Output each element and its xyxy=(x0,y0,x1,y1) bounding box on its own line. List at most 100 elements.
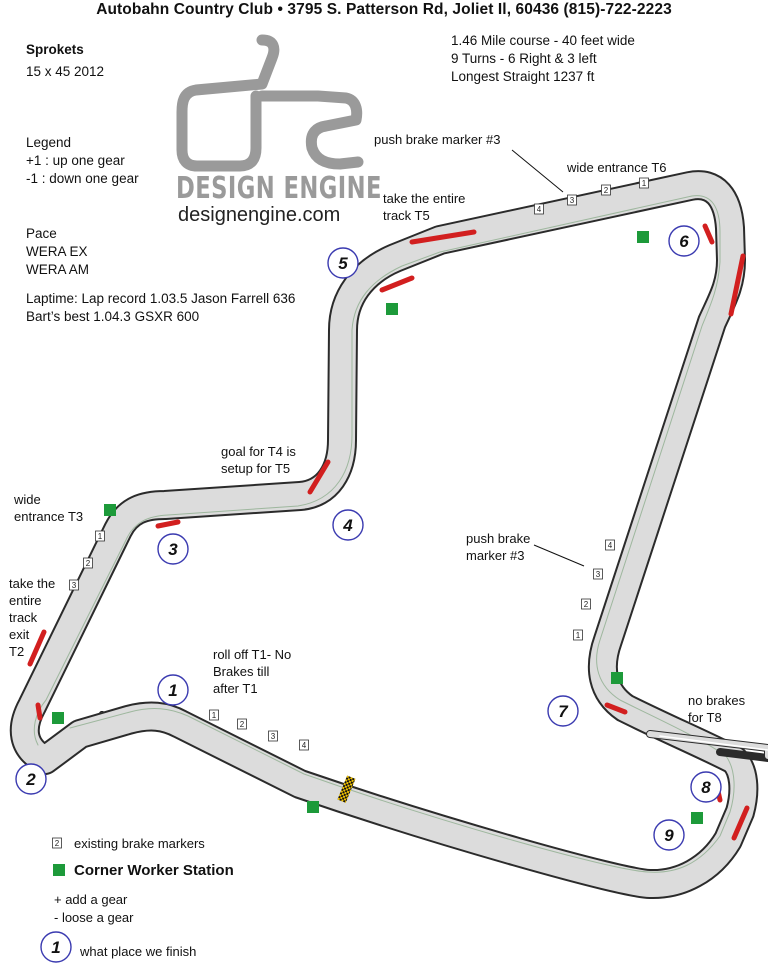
sprockets-value: 15 x 45 2012 xyxy=(26,64,105,79)
legend-up: +1 : up one gear xyxy=(26,153,125,168)
svg-text:2: 2 xyxy=(55,839,60,848)
brake-marker: 2 xyxy=(581,598,591,610)
laptime-record: Laptime: Lap record 1.03.5 Jason Farrell… xyxy=(26,291,296,306)
brake-marker: 1 xyxy=(95,530,105,542)
brake-marker: 1 xyxy=(639,177,649,189)
legend-place-label: what place we finish xyxy=(80,944,197,959)
legend-title: Legend xyxy=(26,135,72,150)
course-straight: Longest Straight 1237 ft xyxy=(451,69,595,84)
turn-3-marker: 3 xyxy=(157,533,189,565)
brake-marker: 2 xyxy=(83,557,93,569)
turn-7-marker: 7 xyxy=(547,695,579,727)
curb-t5-entry xyxy=(409,229,477,245)
station-t5 xyxy=(386,303,398,315)
curb-t5-exit xyxy=(379,275,415,293)
sprockets-title: Sprokets xyxy=(26,42,84,57)
start-finish-line xyxy=(337,775,356,803)
brake-marker: 1 xyxy=(573,629,583,641)
annotation-push-brake-right: push brake marker #3 xyxy=(466,531,531,563)
turn-8-marker: 8 xyxy=(690,771,722,803)
pace-title: Pace xyxy=(26,226,57,241)
legend-brake-markers-label: existing brake markers xyxy=(74,836,205,851)
svg-text:7: 7 xyxy=(558,702,569,721)
logo-brand: DESIGN ENGINE xyxy=(176,171,382,206)
legend-brake-marker-icon: 2 xyxy=(52,837,62,849)
turn-5-marker: 5 xyxy=(327,247,359,279)
svg-text:2: 2 xyxy=(86,559,91,568)
annotation-no-brakes-t8: no brakes for T8 xyxy=(688,693,746,725)
svg-text:2: 2 xyxy=(604,186,609,195)
svg-text:1: 1 xyxy=(51,938,60,957)
turn-9-marker: 9 xyxy=(653,819,685,851)
svg-text:8: 8 xyxy=(701,778,711,797)
turn-2-marker: 2 xyxy=(15,763,47,795)
pace-am: WERA AM xyxy=(26,262,90,277)
svg-text:3: 3 xyxy=(271,732,276,741)
annotation-goal-t4: goal for T4 is setup for T5 xyxy=(221,444,296,476)
svg-text:2: 2 xyxy=(584,600,589,609)
brake-marker-group: 1 2 3 4 1 2 3 1 2 3 4 4 3 2 1 2 xyxy=(52,177,649,849)
course-info: 1.46 Mile course - 40 feet wide 9 Turns … xyxy=(451,32,635,86)
svg-text:4: 4 xyxy=(608,541,613,550)
legend-block: Legend +1 : up one gear -1 : down one ge… xyxy=(26,134,139,188)
svg-text:3: 3 xyxy=(168,540,178,559)
turn-1-marker: 1 xyxy=(157,674,189,706)
annotation-wide-entrance-t3: wide entrance T3 xyxy=(14,492,84,524)
svg-text:5: 5 xyxy=(338,254,348,273)
station-t7 xyxy=(611,672,623,684)
svg-text:3: 3 xyxy=(570,196,575,205)
curb-t2-exit xyxy=(27,629,47,667)
brake-marker: 2 xyxy=(237,718,247,730)
brake-marker: 3 xyxy=(567,194,577,206)
svg-text:1: 1 xyxy=(642,179,647,188)
station-t1 xyxy=(307,801,319,813)
svg-text:9: 9 xyxy=(664,826,674,845)
annotation-roll-off-t1: roll off T1- No Brakes till after T1 xyxy=(213,647,292,696)
turn-4-marker: 4 xyxy=(332,509,364,541)
brake-marker: 1 xyxy=(209,709,219,721)
station-t6 xyxy=(637,231,649,243)
annotation-push-brake-top: push brake marker #3 xyxy=(374,132,501,147)
brake-marker: 4 xyxy=(299,739,309,751)
pointer-line-top xyxy=(511,149,564,193)
annotation-wide-entrance-t6: wide entrance T6 xyxy=(567,160,667,175)
logo-url: designengine.com xyxy=(178,204,341,226)
svg-text:2: 2 xyxy=(25,770,36,789)
annotation-take-entire-t5: take the entire track T5 xyxy=(383,191,466,223)
svg-text:4: 4 xyxy=(537,205,542,214)
legend-station-label: Corner Worker Station xyxy=(74,862,234,879)
legend-add-gear: + add a gear xyxy=(54,892,128,907)
station-t3 xyxy=(104,504,116,516)
svg-text:6: 6 xyxy=(679,232,689,251)
turn-6-marker: 6 xyxy=(668,225,700,257)
legend-lose-gear: - loose a gear xyxy=(54,910,134,925)
svg-text:1: 1 xyxy=(576,631,581,640)
brake-marker: 4 xyxy=(605,539,615,551)
legend-station-swatch xyxy=(53,864,65,876)
brake-marker: 3 xyxy=(69,579,79,591)
curb-t9 xyxy=(731,805,750,841)
brake-marker: 4 xyxy=(534,203,544,215)
svg-text:3: 3 xyxy=(72,581,77,590)
brake-marker: 3 xyxy=(593,568,603,580)
pace-ex: WERA EX xyxy=(26,244,88,259)
curb-t7 xyxy=(604,702,628,715)
svg-text:4: 4 xyxy=(302,741,307,750)
curb-t2 xyxy=(35,702,43,721)
annotation-take-entire-t2: take the entire track exit T2 xyxy=(9,576,56,659)
station-t9 xyxy=(691,812,703,824)
brake-marker: 3 xyxy=(268,730,278,742)
pace-block: Pace WERA EX WERA AM xyxy=(26,225,89,279)
track xyxy=(9,170,768,899)
laptime-best: Bart’s best 1.04.3 GSXR 600 xyxy=(26,309,200,324)
course-length: 1.46 Mile course - 40 feet wide xyxy=(451,33,635,48)
pointer-line-right xyxy=(533,544,585,567)
logo-icon xyxy=(176,34,364,172)
corner-worker-stations xyxy=(52,231,703,876)
svg-text:1: 1 xyxy=(98,532,103,541)
svg-text:4: 4 xyxy=(342,516,353,535)
brake-marker: 2 xyxy=(601,184,611,196)
course-turns: 9 Turns - 6 Right & 3 left xyxy=(451,51,597,66)
svg-text:1: 1 xyxy=(212,711,217,720)
